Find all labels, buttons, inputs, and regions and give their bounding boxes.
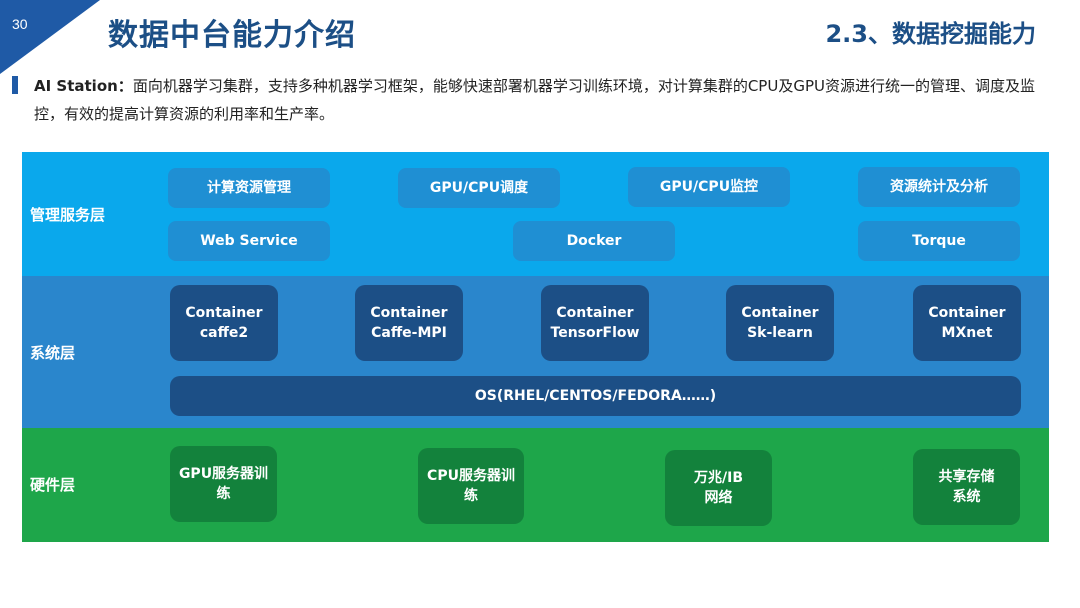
management-layer: 管理服务层 计算资源管理 GPU/CPU调度 GPU/CPU监控 资源统计及分析… <box>22 152 1049 276</box>
mgmt-box-web-service: Web Service <box>168 221 330 261</box>
hw-box-cpu-training: CPU服务器训 练 <box>418 448 524 524</box>
container-caffe2: Container caffe2 <box>170 285 278 361</box>
page-number: 30 <box>12 16 28 32</box>
container-tensorflow: Container TensorFlow <box>541 285 649 361</box>
description-text: 面向机器学习集群，支持多种机器学习框架，能够快速部署机器学习训练环境，对计算集群… <box>34 77 1035 123</box>
os-box: OS(RHEL/CENTOS/FEDORA……) <box>170 376 1021 416</box>
mgmt-box-resource-statistics: 资源统计及分析 <box>858 167 1020 207</box>
mgmt-box-resource-management: 计算资源管理 <box>168 168 330 208</box>
corner-decoration <box>0 0 100 74</box>
container-caffe-mpi: Container Caffe-MPI <box>355 285 463 361</box>
page-title: 数据中台能力介绍 <box>108 18 356 53</box>
section-title: 2.3、数据挖掘能力 <box>825 20 1036 48</box>
hardware-layer-label: 硬件层 <box>30 476 76 494</box>
mgmt-box-gpu-cpu-scheduling: GPU/CPU调度 <box>398 168 560 208</box>
system-layer-label: 系统层 <box>30 344 76 362</box>
hardware-layer: 硬件层 GPU服务器训 练 CPU服务器训 练 万兆/IB 网络 共享存储 系统 <box>22 428 1049 542</box>
mgmt-box-docker: Docker <box>513 221 675 261</box>
hw-box-network: 万兆/IB 网络 <box>665 450 772 526</box>
mgmt-box-gpu-cpu-monitoring: GPU/CPU监控 <box>628 167 790 207</box>
description-marker <box>12 76 18 94</box>
management-layer-label: 管理服务层 <box>30 206 106 224</box>
container-mxnet: Container MXnet <box>913 285 1021 361</box>
hw-box-gpu-training: GPU服务器训 练 <box>170 446 277 522</box>
system-layer: 系统层 Container caffe2 Container Caffe-MPI… <box>22 276 1049 428</box>
mgmt-box-torque: Torque <box>858 221 1020 261</box>
container-sk-learn: Container Sk-learn <box>726 285 834 361</box>
hw-box-shared-storage: 共享存储 系统 <box>913 449 1020 525</box>
description-lead: AI Station： <box>34 77 133 95</box>
description: AI Station：面向机器学习集群，支持多种机器学习框架，能够快速部署机器学… <box>34 72 1054 128</box>
